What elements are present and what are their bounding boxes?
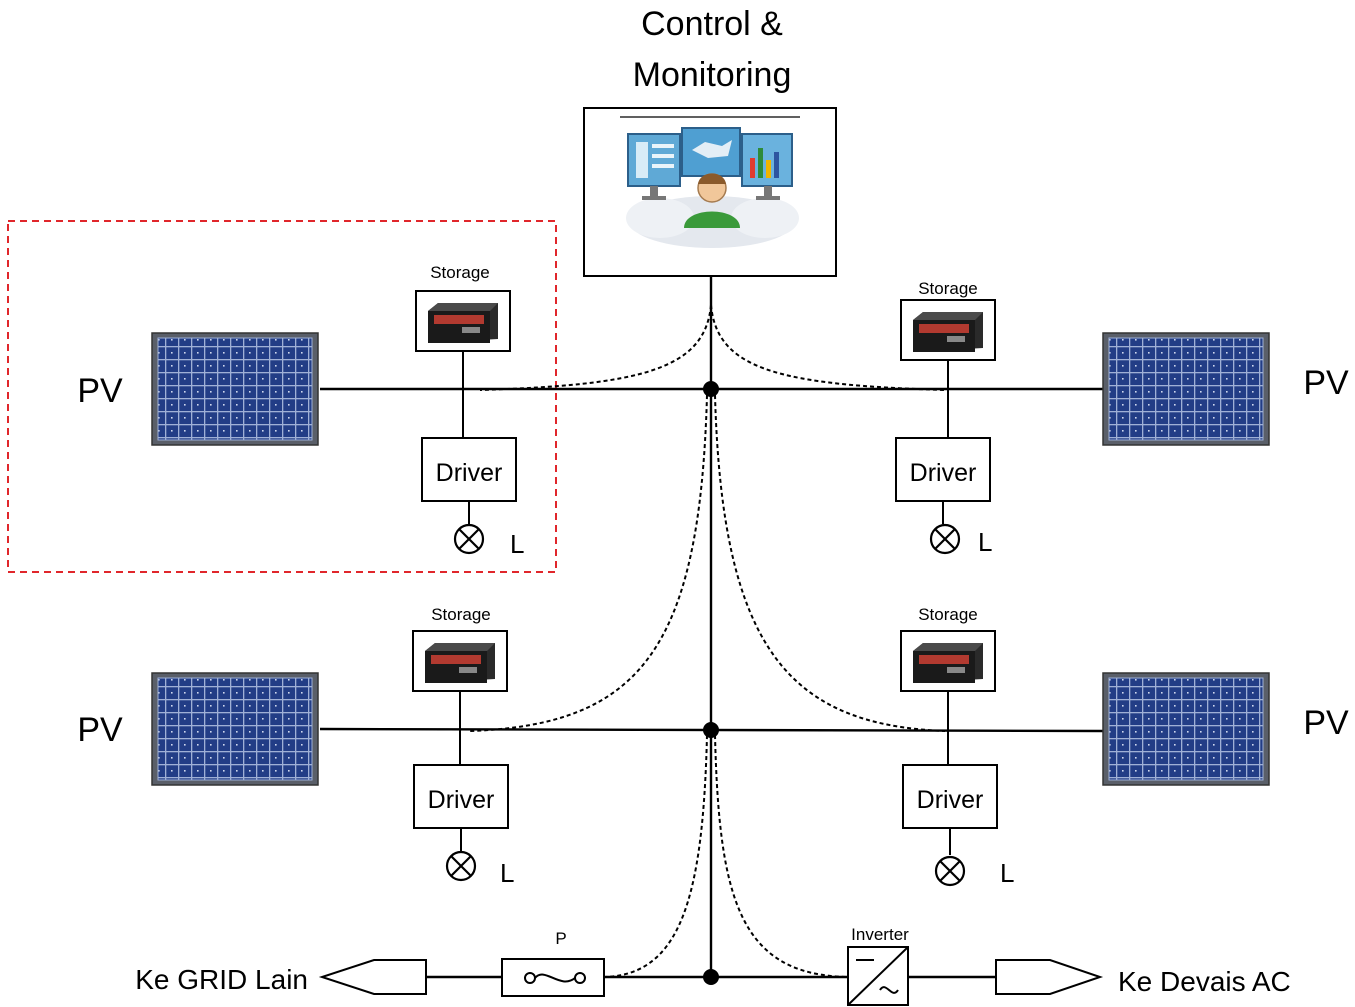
control-title-line2: Monitoring: [633, 56, 792, 94]
junction-dot-bottom: [703, 969, 719, 985]
control-signal-lines: [469, 304, 946, 978]
lamp-icon: [453, 523, 485, 555]
lamp-label-top-right: L: [978, 527, 992, 557]
driver-label-top-right: Driver: [910, 459, 977, 487]
lamp-label-top-left: L: [510, 529, 524, 559]
protection-label: P: [555, 929, 566, 948]
storage-label-top-right: Storage: [918, 279, 978, 298]
driver-label-bottom-right: Driver: [917, 786, 984, 814]
arrow-left-icon: [318, 959, 427, 995]
driver-box-top-right: [895, 437, 991, 502]
ac-devices-label: Ke Devais AC: [1118, 966, 1291, 997]
pv-label-bottom-left: PV: [77, 711, 123, 749]
driver-label-bottom-left: Driver: [428, 786, 495, 814]
grid-label: Ke GRID Lain: [135, 964, 308, 995]
inverter-label: Inverter: [851, 925, 909, 944]
control-title-line1: Control &: [641, 5, 783, 43]
solar-panel-icon: [151, 672, 319, 786]
pv-label-top-left: PV: [77, 372, 123, 410]
driver-box-bottom-left: [413, 764, 509, 829]
storage-label-bottom-left: Storage: [431, 605, 491, 624]
junction-dot-upper: [703, 381, 719, 397]
highlight-region: [7, 220, 557, 573]
pv-label-bottom-right: PV: [1303, 704, 1349, 742]
inverter-icon: [847, 946, 909, 1006]
monitoring-operator-icon: [626, 127, 799, 248]
driver-box-bottom-right: [902, 764, 998, 829]
arrow-right-icon: [995, 959, 1104, 995]
lamp-icon: [934, 855, 966, 887]
solar-panel-icon: [151, 332, 319, 446]
lamp-icon: [445, 850, 477, 882]
driver-label-top-left: Driver: [436, 459, 503, 487]
battery-icon: [415, 290, 511, 352]
lamp-label-bottom-right: L: [1000, 858, 1014, 888]
storage-label-top-left: Storage: [430, 263, 490, 282]
battery-icon: [412, 630, 508, 692]
lamp-label-bottom-left: L: [500, 858, 514, 888]
battery-icon: [900, 630, 996, 692]
storage-label-bottom-right: Storage: [918, 605, 978, 624]
junction-dot-lower: [703, 722, 719, 738]
fuse-icon: [501, 958, 605, 997]
pv-label-top-right: PV: [1303, 364, 1349, 402]
solar-panel-icon: [1102, 332, 1270, 446]
driver-box-top-left: [421, 437, 517, 502]
lamp-icon: [929, 523, 961, 555]
solar-panel-icon: [1102, 672, 1270, 786]
battery-icon: [900, 299, 996, 361]
